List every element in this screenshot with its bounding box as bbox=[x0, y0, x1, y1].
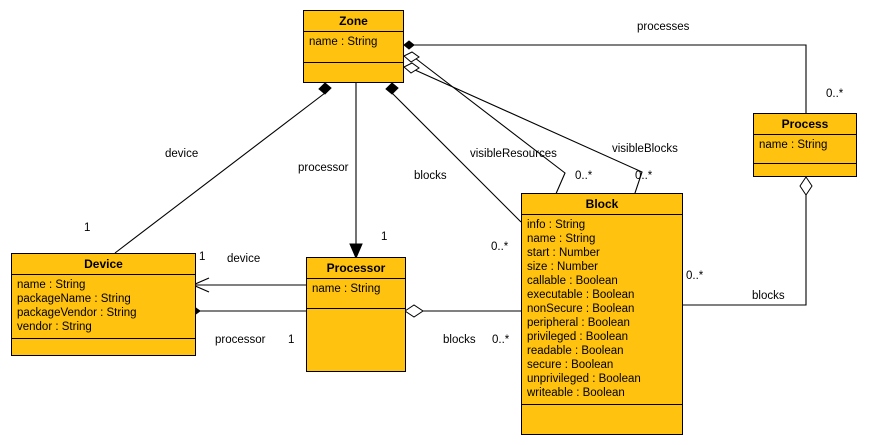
class-operations-zone bbox=[304, 63, 403, 67]
class-attributes-device: name : String packageName : String packa… bbox=[12, 275, 195, 339]
multiplicity-block-processor-many: 0..* bbox=[492, 334, 510, 346]
edge-zone-device bbox=[114, 82, 332, 254]
class-operations-device bbox=[12, 339, 195, 343]
class-box-process[interactable]: Process name : String bbox=[753, 113, 857, 177]
edge-label-processes: processes bbox=[637, 21, 690, 33]
multiplicity-processor-one: 1 bbox=[381, 231, 388, 243]
attribute: peripheral : Boolean bbox=[527, 317, 630, 329]
class-operations-processor bbox=[307, 309, 405, 313]
attribute: packageName : String bbox=[17, 293, 131, 305]
edge-zone-processes-process bbox=[403, 40, 807, 113]
class-attributes-zone: name : String bbox=[304, 32, 403, 63]
attribute: secure : Boolean bbox=[527, 359, 614, 371]
attribute: readable : Boolean bbox=[527, 345, 624, 357]
edge-processor-blocks-block bbox=[404, 304, 521, 318]
edge-processor-device-association bbox=[191, 277, 307, 293]
multiplicity-processor-side-one: 1 bbox=[288, 334, 295, 346]
class-name-block: Block bbox=[522, 194, 682, 215]
class-name-processor: Processor bbox=[307, 258, 405, 279]
class-box-device[interactable]: Device name : String packageName : Strin… bbox=[11, 253, 196, 356]
edge-device-processor-composition bbox=[185, 305, 307, 317]
attribute: name : String bbox=[312, 283, 381, 295]
edge-label-blocks-processor: blocks bbox=[443, 334, 476, 346]
edge-label-device-processor: device bbox=[227, 253, 261, 265]
class-name-process: Process bbox=[754, 114, 856, 135]
attribute: executable : Boolean bbox=[527, 289, 635, 301]
attribute: writeable : Boolean bbox=[527, 387, 625, 399]
attribute: start : Number bbox=[527, 247, 600, 259]
attribute: vendor : String bbox=[17, 321, 92, 333]
attribute: nonSecure : Boolean bbox=[527, 303, 635, 315]
edge-process-blocks-block bbox=[683, 176, 813, 306]
edge-zone-processor bbox=[349, 83, 363, 260]
attribute: privileged : Boolean bbox=[527, 331, 629, 343]
edge-label-visible-resources: visibleResources bbox=[470, 148, 557, 160]
class-name-device: Device bbox=[12, 254, 195, 275]
attribute: callable : Boolean bbox=[527, 275, 618, 287]
attribute: packageVendor : String bbox=[17, 307, 137, 319]
edge-label-visible-blocks: visibleBlocks bbox=[612, 143, 678, 155]
edge-zone-visibleblocks-block bbox=[403, 62, 643, 197]
multiplicity-visible-resources: 0..* bbox=[575, 170, 593, 182]
edge-label-processor-device: processor bbox=[215, 334, 266, 346]
class-name-zone: Zone bbox=[304, 11, 403, 32]
class-attributes-block: info : String name : String start : Numb… bbox=[522, 215, 682, 405]
multiplicity-block-zone-many: 0..* bbox=[491, 241, 509, 253]
edge-label-blocks-zone: blocks bbox=[414, 170, 447, 182]
attribute: name : String bbox=[17, 279, 86, 291]
class-attributes-process: name : String bbox=[754, 135, 856, 164]
class-box-block[interactable]: Block info : String name : String start … bbox=[521, 193, 683, 435]
multiplicity-device-side-one: 1 bbox=[199, 251, 206, 263]
edge-zone-visibleresources-block bbox=[403, 51, 566, 197]
multiplicity-process-many: 0..* bbox=[826, 88, 844, 100]
edge-zone-blocks-block bbox=[385, 82, 522, 223]
edge-label-processor-zone: processor bbox=[298, 162, 349, 174]
attribute: name : String bbox=[309, 36, 378, 48]
edge-label-device-zone: device bbox=[165, 148, 199, 160]
multiplicity-block-process-many: 0..* bbox=[686, 270, 704, 282]
multiplicity-visible-blocks: 0..* bbox=[635, 170, 653, 182]
edge-label-blocks-process: blocks bbox=[752, 290, 785, 302]
class-operations-block bbox=[522, 405, 682, 409]
attribute: info : String bbox=[527, 219, 586, 231]
class-operations-process bbox=[754, 164, 856, 168]
attribute: name : String bbox=[759, 139, 828, 151]
class-attributes-processor: name : String bbox=[307, 279, 405, 309]
attribute: size : Number bbox=[527, 261, 598, 273]
attribute: unprivileged : Boolean bbox=[527, 373, 641, 385]
attribute: name : String bbox=[527, 233, 596, 245]
class-box-zone[interactable]: Zone name : String bbox=[303, 10, 404, 83]
multiplicity-device-one: 1 bbox=[84, 222, 91, 234]
class-box-processor[interactable]: Processor name : String bbox=[306, 257, 406, 372]
